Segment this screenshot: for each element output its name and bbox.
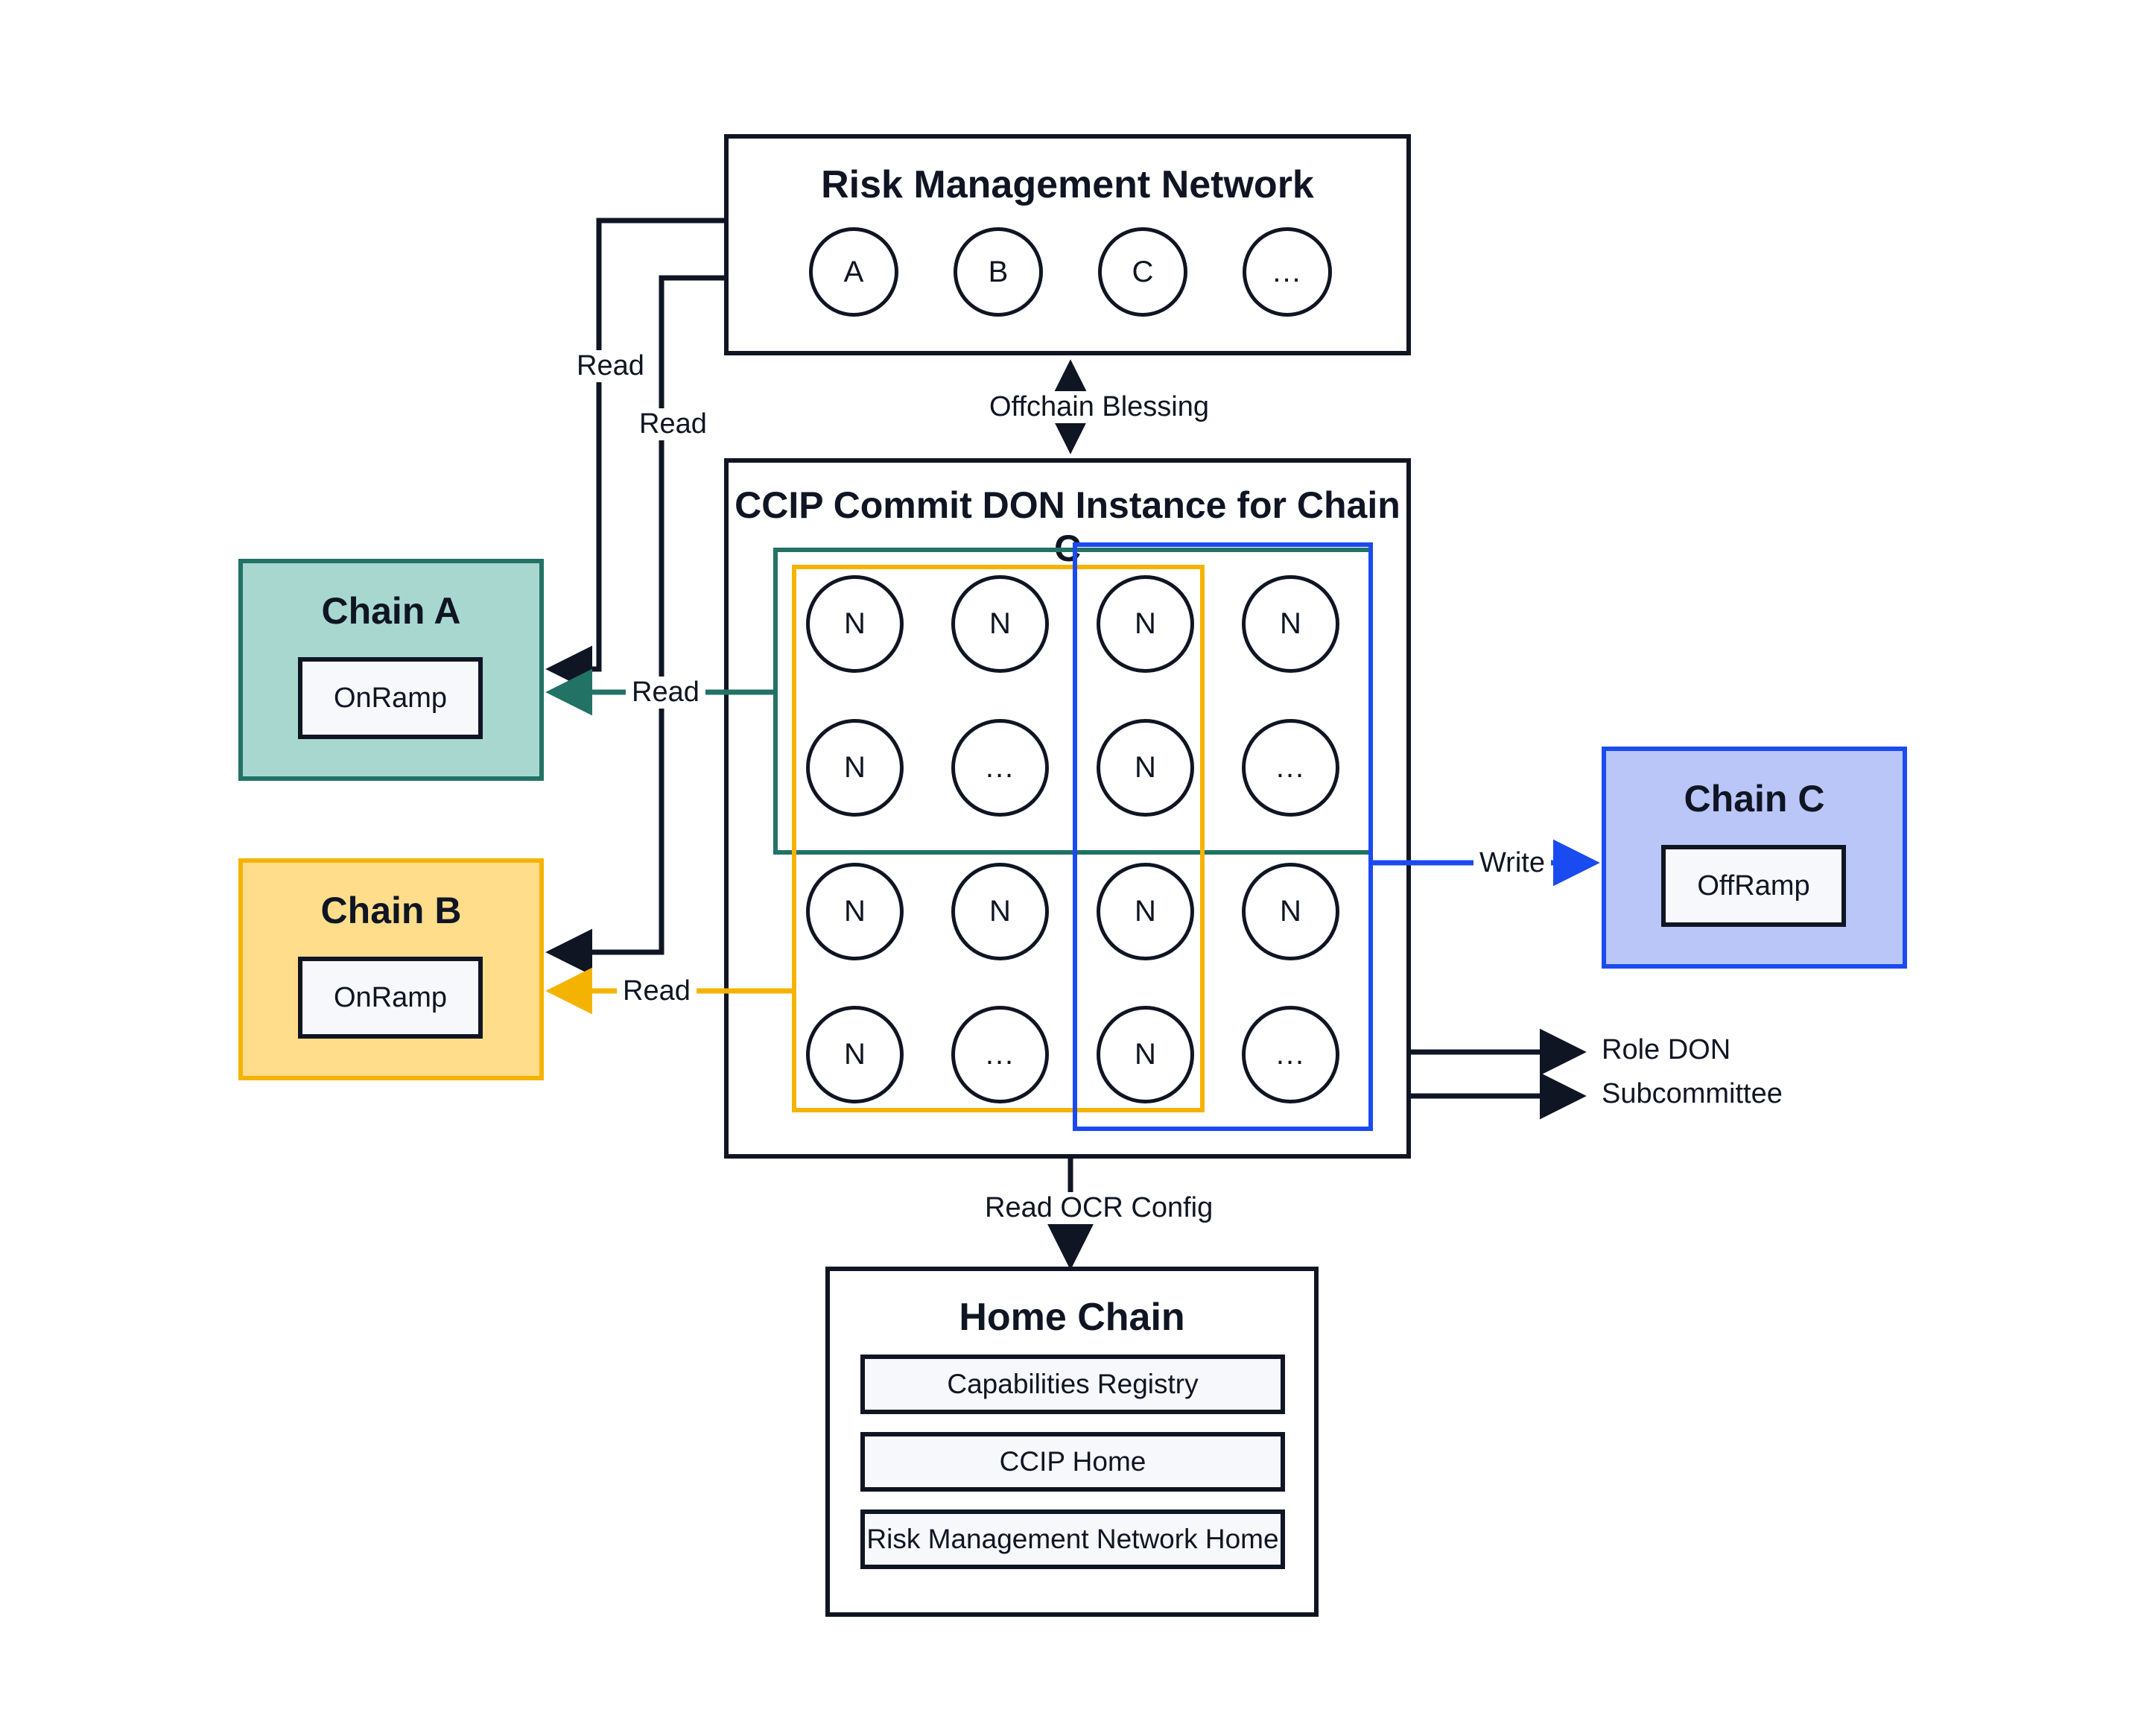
don-node-label: N: [844, 895, 866, 928]
don-node-r4c3: N: [1097, 1006, 1194, 1103]
rmn-node-a-label: A: [843, 255, 864, 288]
edge-label-read-ocr-config: Read OCR Config: [979, 1192, 1219, 1224]
don-node-r1c4: N: [1242, 575, 1339, 673]
don-node-r1c3: N: [1097, 575, 1194, 673]
don-node-r3c1: N: [806, 863, 904, 960]
don-node-r1c2: N: [951, 575, 1049, 673]
don-node-label: ...: [1275, 751, 1306, 784]
chain-c-title: Chain C: [1684, 778, 1825, 820]
rmn-node-a: A: [809, 227, 898, 317]
chain-a-onramp-label: OnRamp: [333, 682, 448, 714]
home-chain-row-rmn-home: Risk Management Network Home: [860, 1510, 1285, 1569]
don-node-label: N: [989, 607, 1011, 640]
don-node-r4c2: ...: [951, 1006, 1049, 1103]
chain-b-title: Chain B: [320, 890, 462, 931]
rmn-node-ellipsis: ...: [1243, 227, 1332, 317]
legend-label-subcommittee: Subcommittee: [1602, 1078, 1783, 1110]
don-node-label: N: [1135, 607, 1156, 640]
home-chain-row-label: Risk Management Network Home: [866, 1524, 1279, 1554]
home-chain-row-ccip-home: CCIP Home: [860, 1432, 1285, 1492]
edge-rmn-read-chain-a: [545, 218, 724, 693]
edge-label-rmn-read-chain-a: Read: [571, 350, 650, 382]
edge-label-don-write-chain-c: Write: [1473, 847, 1551, 879]
don-node-r2c3: N: [1097, 719, 1194, 817]
don-node-r2c2: ...: [951, 719, 1049, 817]
rmn-node-ellipsis-label: ...: [1272, 255, 1302, 288]
don-node-label: N: [1135, 751, 1156, 784]
don-node-label: N: [1135, 1038, 1156, 1071]
legend-label-role-don: Role DON: [1602, 1034, 1731, 1066]
chain-c-offramp: OffRamp: [1661, 845, 1846, 927]
region-outline-chain-b: [792, 565, 1205, 1112]
don-node-r3c2: N: [951, 863, 1049, 960]
edge-label-don-read-chain-b: Read: [617, 975, 697, 1007]
chain-a-onramp: OnRamp: [298, 657, 483, 739]
chain-c-offramp-label: OffRamp: [1697, 869, 1810, 902]
don-node-label: N: [1280, 895, 1301, 928]
home-chain-row-label: CCIP Home: [999, 1446, 1146, 1477]
chain-a-title: Chain A: [321, 590, 461, 632]
home-chain-title: Home Chain: [959, 1296, 1185, 1339]
don-node-label: ...: [1275, 1038, 1306, 1071]
home-chain-row-capabilities-registry: Capabilities Registry: [860, 1355, 1285, 1414]
edge-label-don-read-chain-a: Read: [626, 677, 705, 709]
edge-label-rmn-read-chain-b: Read: [633, 408, 713, 440]
rmn-node-b: B: [954, 227, 1043, 317]
don-node-r1c1: N: [806, 575, 904, 673]
don-node-label: N: [844, 607, 866, 640]
don-node-r3c4: N: [1242, 863, 1339, 960]
don-node-r4c4: ...: [1242, 1006, 1339, 1103]
don-node-label: N: [844, 1038, 866, 1071]
don-node-r4c1: N: [806, 1006, 904, 1103]
don-node-label: N: [989, 895, 1011, 928]
rmn-node-c: C: [1098, 227, 1187, 317]
don-node-label: N: [1280, 607, 1301, 640]
risk-management-network-title: Risk Management Network: [821, 163, 1314, 206]
don-node-label: N: [844, 751, 866, 784]
don-node-r3c3: N: [1097, 863, 1194, 960]
rmn-node-b-label: B: [988, 255, 1009, 288]
rmn-node-c-label: C: [1132, 255, 1154, 288]
don-node-label: ...: [985, 1038, 1015, 1071]
home-chain-row-label: Capabilities Registry: [947, 1369, 1199, 1399]
don-node-label: ...: [985, 751, 1015, 784]
don-node-r2c1: N: [806, 719, 904, 817]
chain-b-onramp: OnRamp: [298, 957, 483, 1039]
chain-b-onramp-label: OnRamp: [333, 981, 448, 1013]
edge-label-offchain-blessing: Offchain Blessing: [983, 391, 1216, 423]
don-node-r2c4: ...: [1242, 719, 1339, 817]
region-outline-chain-c: [1073, 542, 1373, 1131]
don-node-label: N: [1135, 895, 1156, 928]
